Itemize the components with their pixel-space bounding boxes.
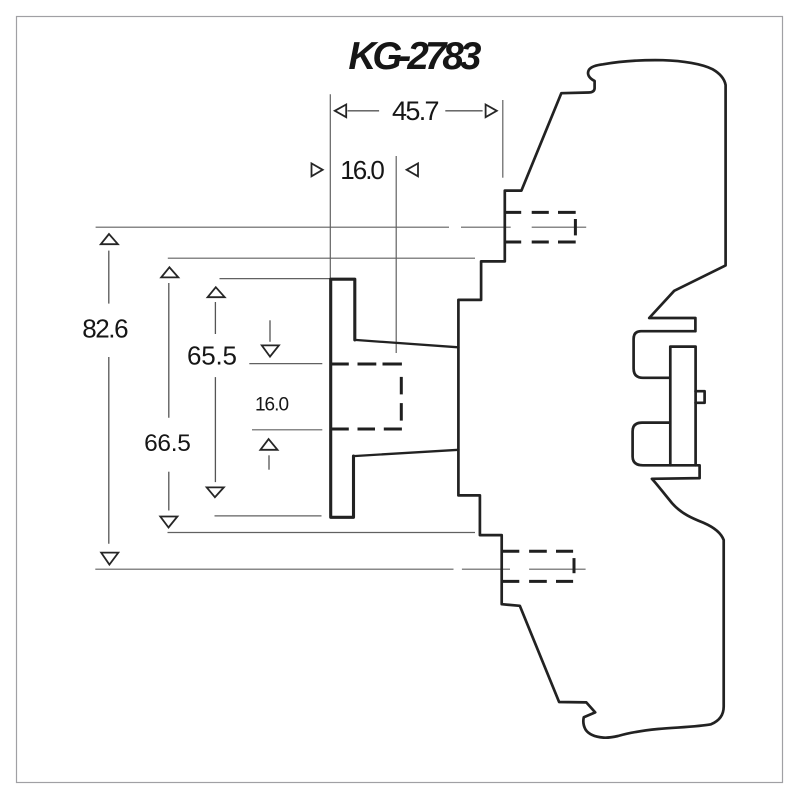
svg-text:82.6: 82.6 — [82, 313, 128, 343]
svg-text:66.5: 66.5 — [144, 430, 191, 457]
svg-text:KG-2783: KG-2783 — [348, 35, 481, 78]
svg-text:45.7: 45.7 — [392, 96, 440, 126]
svg-text:16.0: 16.0 — [340, 155, 385, 185]
svg-text:65.5: 65.5 — [187, 340, 237, 370]
svg-text:16.0: 16.0 — [255, 394, 289, 415]
